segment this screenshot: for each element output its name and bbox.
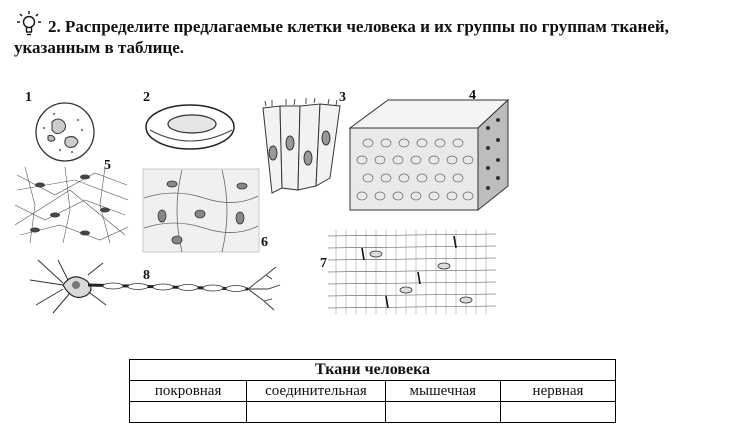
- answer-cell-integumentary[interactable]: [128, 401, 248, 423]
- figure-label-8: 8: [143, 268, 150, 283]
- column-header-integumentary: покровная: [128, 380, 248, 402]
- figure-6-tissue-cells: [142, 168, 260, 253]
- figure-label-4: 4: [469, 88, 476, 103]
- figure-3-ciliated-epithelium: [262, 98, 341, 194]
- table-header-row: покровная соединительная мышечная нервна…: [128, 380, 617, 402]
- figure-1-cell: [35, 102, 95, 162]
- figure-8-neuron: [29, 259, 281, 314]
- column-header-muscular: мышечная: [384, 380, 501, 402]
- answer-cell-muscular[interactable]: [384, 401, 501, 423]
- table-title-row: Ткани человека: [129, 359, 616, 381]
- figure-7-muscle-tissue: [327, 230, 497, 314]
- column-header-nervous: нервная: [499, 380, 617, 402]
- figure-label-2: 2: [143, 90, 150, 105]
- tissues-table: Ткани человека покровная соединительная …: [128, 359, 617, 423]
- figure-label-6: 6: [261, 235, 268, 250]
- figure-label-7: 7: [320, 256, 327, 271]
- figure-5-connective-tissue: [15, 166, 129, 244]
- lightbulb-icon: [17, 11, 41, 36]
- figure-4-stratified-epithelium: [348, 98, 510, 212]
- figure-2-erythrocyte: [145, 104, 235, 150]
- answer-cell-nervous[interactable]: [499, 401, 617, 423]
- table-answer-row: [128, 401, 617, 423]
- answer-cell-connective[interactable]: [246, 401, 386, 423]
- figure-label-5: 5: [104, 158, 111, 173]
- figure-label-1: 1: [25, 90, 32, 105]
- table-title: Ткани человека: [129, 359, 616, 381]
- task-text-line2: указанным в таблице.: [14, 38, 185, 57]
- figure-label-3: 3: [339, 90, 346, 105]
- column-header-connective: соединительная: [246, 380, 386, 402]
- task-text-line1: 2. Распределите предлагаемые клетки чело…: [48, 17, 669, 36]
